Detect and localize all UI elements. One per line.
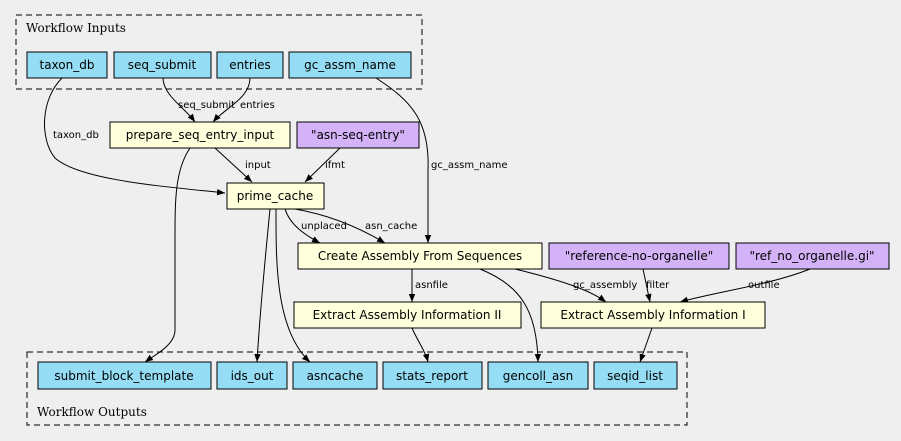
edge-prepare-to-submit-block-template <box>144 147 191 363</box>
input-node-label: entries <box>229 58 271 72</box>
edge-prime-cache-unplaced <box>284 208 321 244</box>
input-node-label: seq_submit <box>128 58 197 72</box>
edge-label-unplaced: unplaced <box>301 221 347 232</box>
edge-ref-no-organelle-gi-to-extract-i <box>679 268 811 303</box>
edge-extract-ii-to-stats-report <box>411 327 430 363</box>
output-node-label: seqid_list <box>607 369 663 383</box>
constant-node-ref-no-organelle-gi[interactable]: "ref_no_organelle.gi" <box>735 242 890 270</box>
workflow-outputs-cluster: Workflow Outputs <box>26 351 688 426</box>
edge-entries-to-prepare <box>212 77 251 123</box>
edge-label-filter: filter <box>646 280 670 291</box>
edge-label-seq-submit: seq_submit <box>178 100 235 111</box>
input-node-label: taxon_db <box>40 58 95 72</box>
edge-prime-cache-asn-cache <box>294 208 386 244</box>
input-node-label: gc_assm_name <box>304 58 396 72</box>
edge-extract-i-to-seqid-list <box>639 327 653 363</box>
edge-labels: seq_submit entries taxon_db input ifmt g… <box>53 100 780 291</box>
edges <box>44 77 811 363</box>
output-node-label: ids_out <box>231 369 274 383</box>
step-node-label: prime_cache <box>237 189 314 203</box>
edge-prime-cache-to-asncache <box>275 208 311 363</box>
edge-create-to-gencoll-asn <box>479 268 542 363</box>
edge-label-taxon-db: taxon_db <box>53 130 99 141</box>
edge-gc-assm-name-to-create-assembly <box>375 77 432 243</box>
edge-label-gc-assm-name: gc_assm_name <box>431 160 508 171</box>
edge-label-ifmt: ifmt <box>325 160 345 171</box>
constant-node-asn-seq-entry[interactable]: "asn-seq-entry" <box>296 121 420 149</box>
constant-node-label: "reference-no-organelle" <box>565 249 713 263</box>
step-node-prepare-seq-entry-input[interactable]: prepare_seq_entry_input <box>109 121 291 149</box>
input-node-seq-submit[interactable]: seq_submit <box>113 51 212 79</box>
step-node-extract-assembly-information-i[interactable]: Extract Assembly Information I <box>540 301 766 329</box>
output-node-label: stats_report <box>396 369 468 383</box>
edge-asn-seq-entry-to-prime-cache <box>304 147 341 183</box>
step-node-label: Extract Assembly Information II <box>313 308 502 322</box>
constant-node-reference-no-organelle[interactable]: "reference-no-organelle" <box>548 242 730 270</box>
edge-create-to-extract-i <box>514 268 607 303</box>
edge-label-input: input <box>245 160 271 171</box>
edge-reference-no-organelle-to-extract-i <box>642 268 652 303</box>
edge-label-entries: entries <box>240 100 275 111</box>
edge-seq-submit-to-prepare <box>162 77 196 123</box>
output-node-asncache[interactable]: asncache <box>292 361 378 390</box>
step-node-extract-assembly-information-ii[interactable]: Extract Assembly Information II <box>293 301 522 329</box>
step-node-create-assembly[interactable]: Create Assembly From Sequences <box>297 242 543 270</box>
constant-node-label: "asn-seq-entry" <box>311 128 405 142</box>
output-node-gencoll-asn[interactable]: gencoll_asn <box>487 361 589 390</box>
input-node-entries[interactable]: entries <box>216 51 284 79</box>
output-node-label: submit_block_template <box>54 369 193 383</box>
edge-label-asnfile: asnfile <box>415 280 448 291</box>
constant-node-label: "ref_no_organelle.gi" <box>749 249 874 263</box>
workflow-inputs-label: Workflow Inputs <box>26 21 126 35</box>
step-node-label: prepare_seq_entry_input <box>126 128 275 142</box>
edge-prepare-to-prime-cache <box>214 147 253 183</box>
workflow-outputs-label: Workflow Outputs <box>37 405 147 419</box>
output-node-label: asncache <box>307 369 364 383</box>
edge-label-outfile: outfile <box>748 280 780 291</box>
output-node-ids-out[interactable]: ids_out <box>216 361 288 390</box>
edge-label-asn-cache: asn_cache <box>365 221 417 232</box>
step-node-label: Extract Assembly Information I <box>560 308 745 322</box>
edge-taxon-db-to-prime-cache <box>44 77 226 196</box>
input-node-taxon-db[interactable]: taxon_db <box>26 51 108 79</box>
edge-label-gc-assembly: gc_assembly <box>573 280 637 291</box>
edge-prime-cache-to-ids-out <box>254 208 271 363</box>
output-node-seqid-list[interactable]: seqid_list <box>593 361 678 390</box>
step-node-label: Create Assembly From Sequences <box>318 249 522 263</box>
output-node-submit-block-template[interactable]: submit_block_template <box>37 361 212 390</box>
workflow-inputs-cluster: Workflow Inputs <box>15 14 423 90</box>
output-node-stats-report[interactable]: stats_report <box>382 361 483 390</box>
input-node-gc-assm-name[interactable]: gc_assm_name <box>288 51 412 79</box>
step-node-prime-cache[interactable]: prime_cache <box>226 182 325 210</box>
output-node-label: gencoll_asn <box>503 369 573 383</box>
